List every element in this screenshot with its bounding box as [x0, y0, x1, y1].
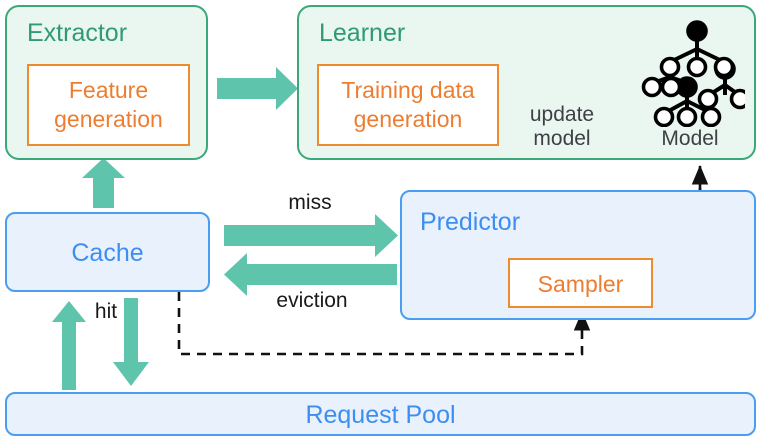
extractor-node[interactable]: Extractor Feature generation: [5, 5, 208, 160]
request-pool-node[interactable]: Request Pool: [5, 392, 756, 436]
predictor-node[interactable]: Predictor Sampler: [400, 190, 756, 320]
update-model-label-line1: update: [529, 103, 595, 126]
learner-node[interactable]: Learner Training data generation update …: [297, 5, 756, 160]
training-data-generation-box[interactable]: Training data generation: [317, 64, 499, 146]
arrow-extractor-to-learner: [217, 67, 298, 110]
arrow-request-to-cache-hit: [52, 301, 86, 390]
cache-label: Cache: [71, 239, 144, 267]
decision-tree-icon: [635, 17, 751, 128]
arrow-cache-to-extractor: [82, 158, 125, 208]
sampler-label: Sampler: [537, 271, 624, 297]
miss-label: miss: [288, 191, 332, 214]
arrow-cache-to-sampler: [177, 292, 591, 356]
predictor-label: Predictor: [420, 208, 521, 236]
feature-generation-box[interactable]: Feature generation: [27, 64, 190, 146]
eviction-label: eviction: [276, 289, 348, 312]
request-pool-label: Request Pool: [305, 401, 456, 429]
sampler-box[interactable]: Sampler: [508, 258, 653, 308]
arrow-cache-to-predictor-miss: [224, 214, 398, 257]
arrow-predictor-to-cache-eviction: [224, 253, 397, 296]
cache-node[interactable]: Cache: [5, 212, 210, 292]
learner-title: Learner: [319, 19, 406, 47]
training-data-generation-line1: Training data: [341, 77, 475, 103]
extractor-title: Extractor: [27, 19, 128, 47]
arrow-cache-to-request: [113, 298, 149, 386]
update-model-label-line2: model: [533, 127, 591, 150]
feature-generation-line2: generation: [54, 106, 163, 132]
feature-generation-line1: Feature: [68, 77, 149, 103]
hit-label: hit: [94, 300, 118, 323]
training-data-generation-line2: generation: [353, 106, 463, 132]
model-label: Model: [661, 127, 719, 150]
